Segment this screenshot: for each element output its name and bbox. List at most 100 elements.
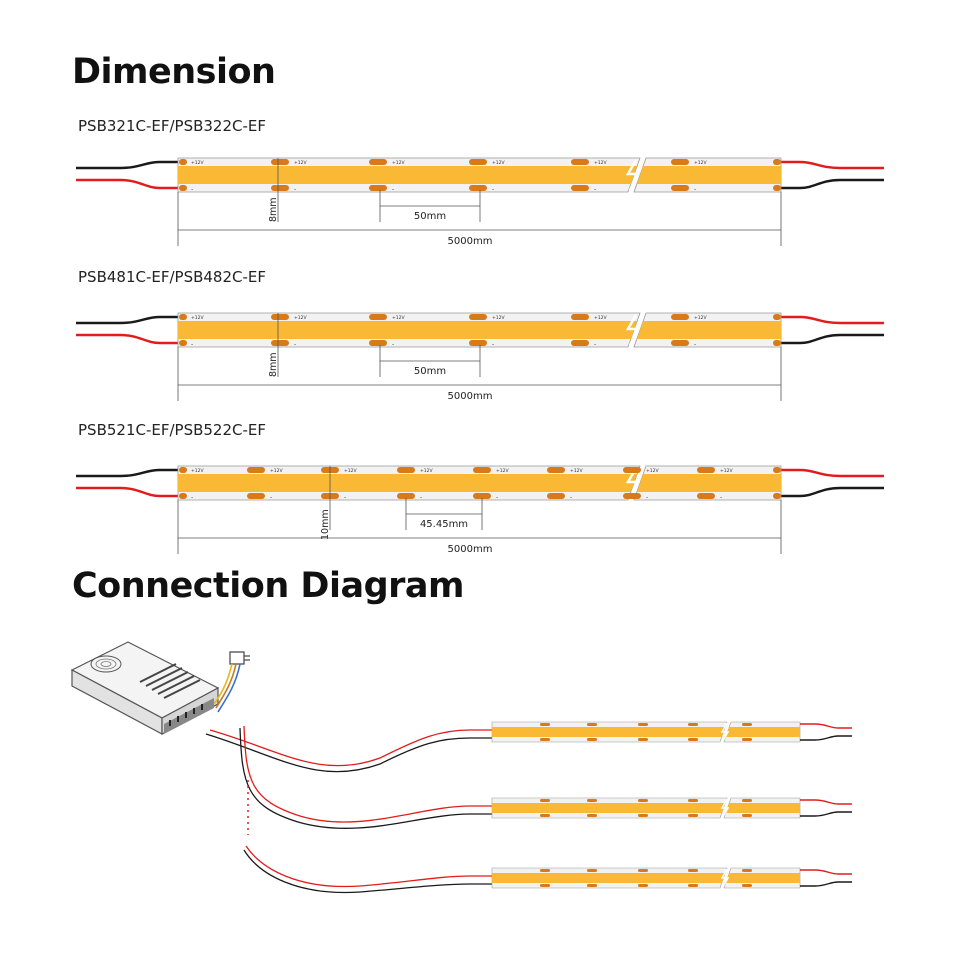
pad-voltage-label: +12V	[720, 468, 733, 474]
solder-pad-minus	[773, 340, 781, 346]
pad-minus-label: -	[646, 494, 648, 501]
pad-minus-label: -	[191, 341, 193, 348]
solder-pad-minus	[571, 185, 589, 191]
mini-pad	[742, 869, 752, 872]
cut-length-label: 50mm	[414, 366, 446, 377]
solder-pad-plus	[623, 467, 641, 473]
red-wire	[76, 486, 180, 498]
pad-voltage-label: +12V	[492, 160, 505, 166]
pad-voltage-label: +12V	[191, 315, 204, 321]
mini-pad	[587, 814, 597, 817]
mini-black-wire	[800, 881, 852, 887]
red-wire	[76, 333, 180, 345]
pad-voltage-label: +12V	[191, 160, 204, 166]
cob-light-strip	[178, 166, 637, 184]
mini-pad	[688, 799, 698, 802]
mini-black-wire	[800, 735, 852, 741]
break-icon	[720, 868, 730, 888]
break-icon	[720, 798, 730, 818]
pad-voltage-label: +12V	[646, 468, 659, 474]
mini-pad	[587, 869, 597, 872]
mini-cob-strip	[726, 803, 800, 813]
pad-minus-label: -	[594, 341, 596, 348]
total-length-label: 5000mm	[448, 391, 493, 402]
solder-pad-plus	[369, 314, 387, 320]
cob-light-strip	[637, 474, 781, 492]
cut-length-label: 45.45mm	[420, 519, 468, 530]
pad-voltage-label: +12V	[570, 468, 583, 474]
pad-minus-label: -	[720, 494, 722, 501]
solder-pad-plus	[571, 314, 589, 320]
solder-pad-minus	[271, 340, 289, 346]
mini-pad	[688, 738, 698, 741]
mini-pad	[742, 884, 752, 887]
strip-2-model-label: PSB481C-EF/PSB482C-EF	[78, 268, 267, 286]
cob-light-strip	[178, 321, 637, 339]
pad-voltage-label: +12V	[344, 468, 357, 474]
mini-pad	[742, 799, 752, 802]
pad-voltage-label: +12V	[594, 160, 607, 166]
break-icon	[720, 722, 730, 742]
solder-pad-plus	[397, 467, 415, 473]
break-icon	[625, 467, 641, 499]
solder-pad-plus	[671, 159, 689, 165]
mini-pad	[688, 723, 698, 726]
solder-pad-minus	[369, 185, 387, 191]
mini-pad	[742, 814, 752, 817]
mini-pad	[638, 814, 648, 817]
pad-minus-label: -	[294, 186, 296, 193]
pad-minus-label: -	[191, 186, 193, 193]
pad-minus-label: -	[492, 341, 494, 348]
mini-cob-strip	[492, 803, 725, 813]
output-wire	[243, 725, 492, 823]
pad-voltage-label: +12V	[594, 315, 607, 321]
solder-pad-minus	[473, 493, 491, 499]
break-icon	[625, 314, 641, 346]
red-wire	[780, 160, 884, 170]
cob-light-strip	[178, 474, 637, 492]
break-icon	[625, 159, 641, 191]
mini-pad	[638, 723, 648, 726]
solder-pad-minus	[469, 185, 487, 191]
solder-pad-minus	[571, 340, 589, 346]
pad-minus-label: -	[694, 341, 696, 348]
mini-pad	[587, 738, 597, 741]
mini-pad	[638, 869, 648, 872]
solder-pad-minus	[247, 493, 265, 499]
pad-voltage-label: +12V	[492, 315, 505, 321]
red-wire	[76, 178, 180, 190]
pad-voltage-label: +12V	[270, 468, 283, 474]
cut-length-label: 50mm	[414, 211, 446, 222]
output-wire	[243, 849, 492, 894]
solder-pad-minus	[397, 493, 415, 499]
mini-pad	[742, 723, 752, 726]
mini-cob-strip	[726, 727, 800, 737]
solder-pad-plus	[469, 314, 487, 320]
mini-pad	[638, 884, 648, 887]
black-wire	[76, 160, 180, 170]
pad-voltage-label: +12V	[694, 160, 707, 166]
mini-cob-strip	[492, 727, 725, 737]
dimension-heading: Dimension	[72, 52, 276, 92]
mini-cob-strip	[492, 873, 725, 883]
mini-pad	[638, 738, 648, 741]
solder-pad-minus	[671, 185, 689, 191]
total-length-label: 5000mm	[448, 544, 493, 555]
mains-plug-icon	[229, 651, 250, 665]
black-wire	[780, 333, 884, 345]
mains-wire	[213, 663, 233, 705]
cob-light-strip	[637, 321, 781, 339]
pad-voltage-label: +12V	[294, 160, 307, 166]
mini-pad	[540, 799, 550, 802]
solder-pad-minus	[469, 340, 487, 346]
pad-minus-label: -	[392, 186, 394, 193]
solder-pad-minus	[179, 185, 187, 191]
solder-pad-plus	[179, 159, 187, 165]
connection-diagram-heading: Connection Diagram	[72, 566, 465, 606]
solder-pad-plus	[773, 314, 781, 320]
pad-minus-label: -	[191, 494, 193, 501]
solder-pad-minus	[271, 185, 289, 191]
mini-pad	[540, 723, 550, 726]
width-label: 8mm	[268, 352, 279, 377]
